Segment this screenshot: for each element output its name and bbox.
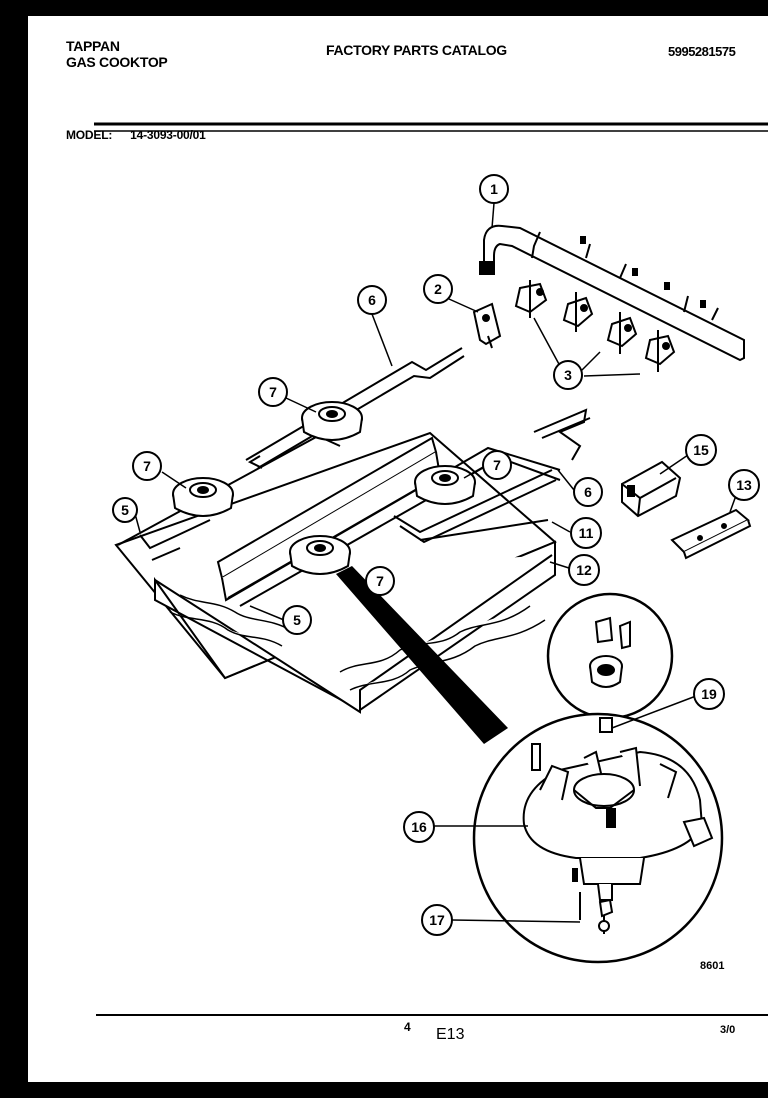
svg-text:12: 12 [576,562,592,578]
svg-text:19: 19 [701,686,717,702]
orifice-detail [546,592,674,720]
burner-heads [172,401,476,575]
page-number: 4 [404,1020,411,1034]
callout-1: 1 [479,174,509,204]
svg-text:2: 2 [434,281,442,297]
detail-leader-beam [336,566,508,744]
header-rules [94,122,768,132]
callout-11: 11 [570,517,602,549]
revision-code: 3/0 [720,1024,736,1036]
svg-text:6: 6 [584,484,592,500]
valve-bracket [472,302,502,349]
callout-7-front-right: 7 [365,566,395,596]
callout-13: 13 [728,469,760,501]
callout-2: 2 [423,274,453,304]
callout-17: 17 [421,904,453,936]
callout-3: 3 [553,360,583,390]
svg-text:5: 5 [121,502,129,518]
svg-text:5: 5 [293,612,301,628]
svg-text:1: 1 [490,181,498,197]
svg-text:7: 7 [143,458,151,474]
brand-block: TAPPAN GAS COOKTOP [66,38,168,70]
svg-text:7: 7 [493,457,501,473]
figure-code: 8601 [700,960,725,972]
burner-valves [514,280,676,372]
catalog-part-number: 5995281575 [668,44,736,59]
valve-3 [606,312,638,354]
svg-text:3: 3 [564,367,572,383]
burner-front-right [289,535,351,575]
catalog-title: FACTORY PARTS CATALOG [326,42,507,58]
product-type: GAS COOKTOP [66,54,168,70]
svg-text:17: 17 [429,912,445,928]
callout-5-front: 5 [282,605,312,635]
svg-text:6: 6 [368,292,376,308]
leader-lines [133,202,739,923]
valve-4 [644,330,676,372]
callout-19: 19 [693,678,725,710]
callout-15: 15 [685,434,717,466]
callout-6-rear: 6 [357,285,387,315]
burner-assembly-detail [472,712,724,964]
svg-text:15: 15 [693,442,709,458]
burner-rear-left [301,401,363,441]
callout-5-left: 5 [112,497,138,523]
center-divider [216,436,442,602]
callout-6-right: 6 [573,477,603,507]
section-code: E13 [436,1026,465,1043]
burner-front-left [172,477,234,517]
callout-16: 16 [403,811,435,843]
ignition-switch [621,460,682,518]
svg-text:16: 16 [411,819,427,835]
gas-manifold [479,224,745,362]
svg-text:13: 13 [736,477,752,493]
svg-text:7: 7 [269,384,277,400]
svg-text:11: 11 [579,525,594,541]
brand-name: TAPPAN [66,38,120,54]
callout-7-rear-left: 7 [258,377,288,407]
spark-bracket [670,508,752,560]
svg-text:7: 7 [376,573,384,589]
callout-7-front-left: 7 [132,451,162,481]
callout-12: 12 [568,554,600,586]
callout-7-rear-right: 7 [482,450,512,480]
valve-1 [514,280,548,318]
valve-2 [562,292,594,332]
burner-rear-right [414,465,476,505]
